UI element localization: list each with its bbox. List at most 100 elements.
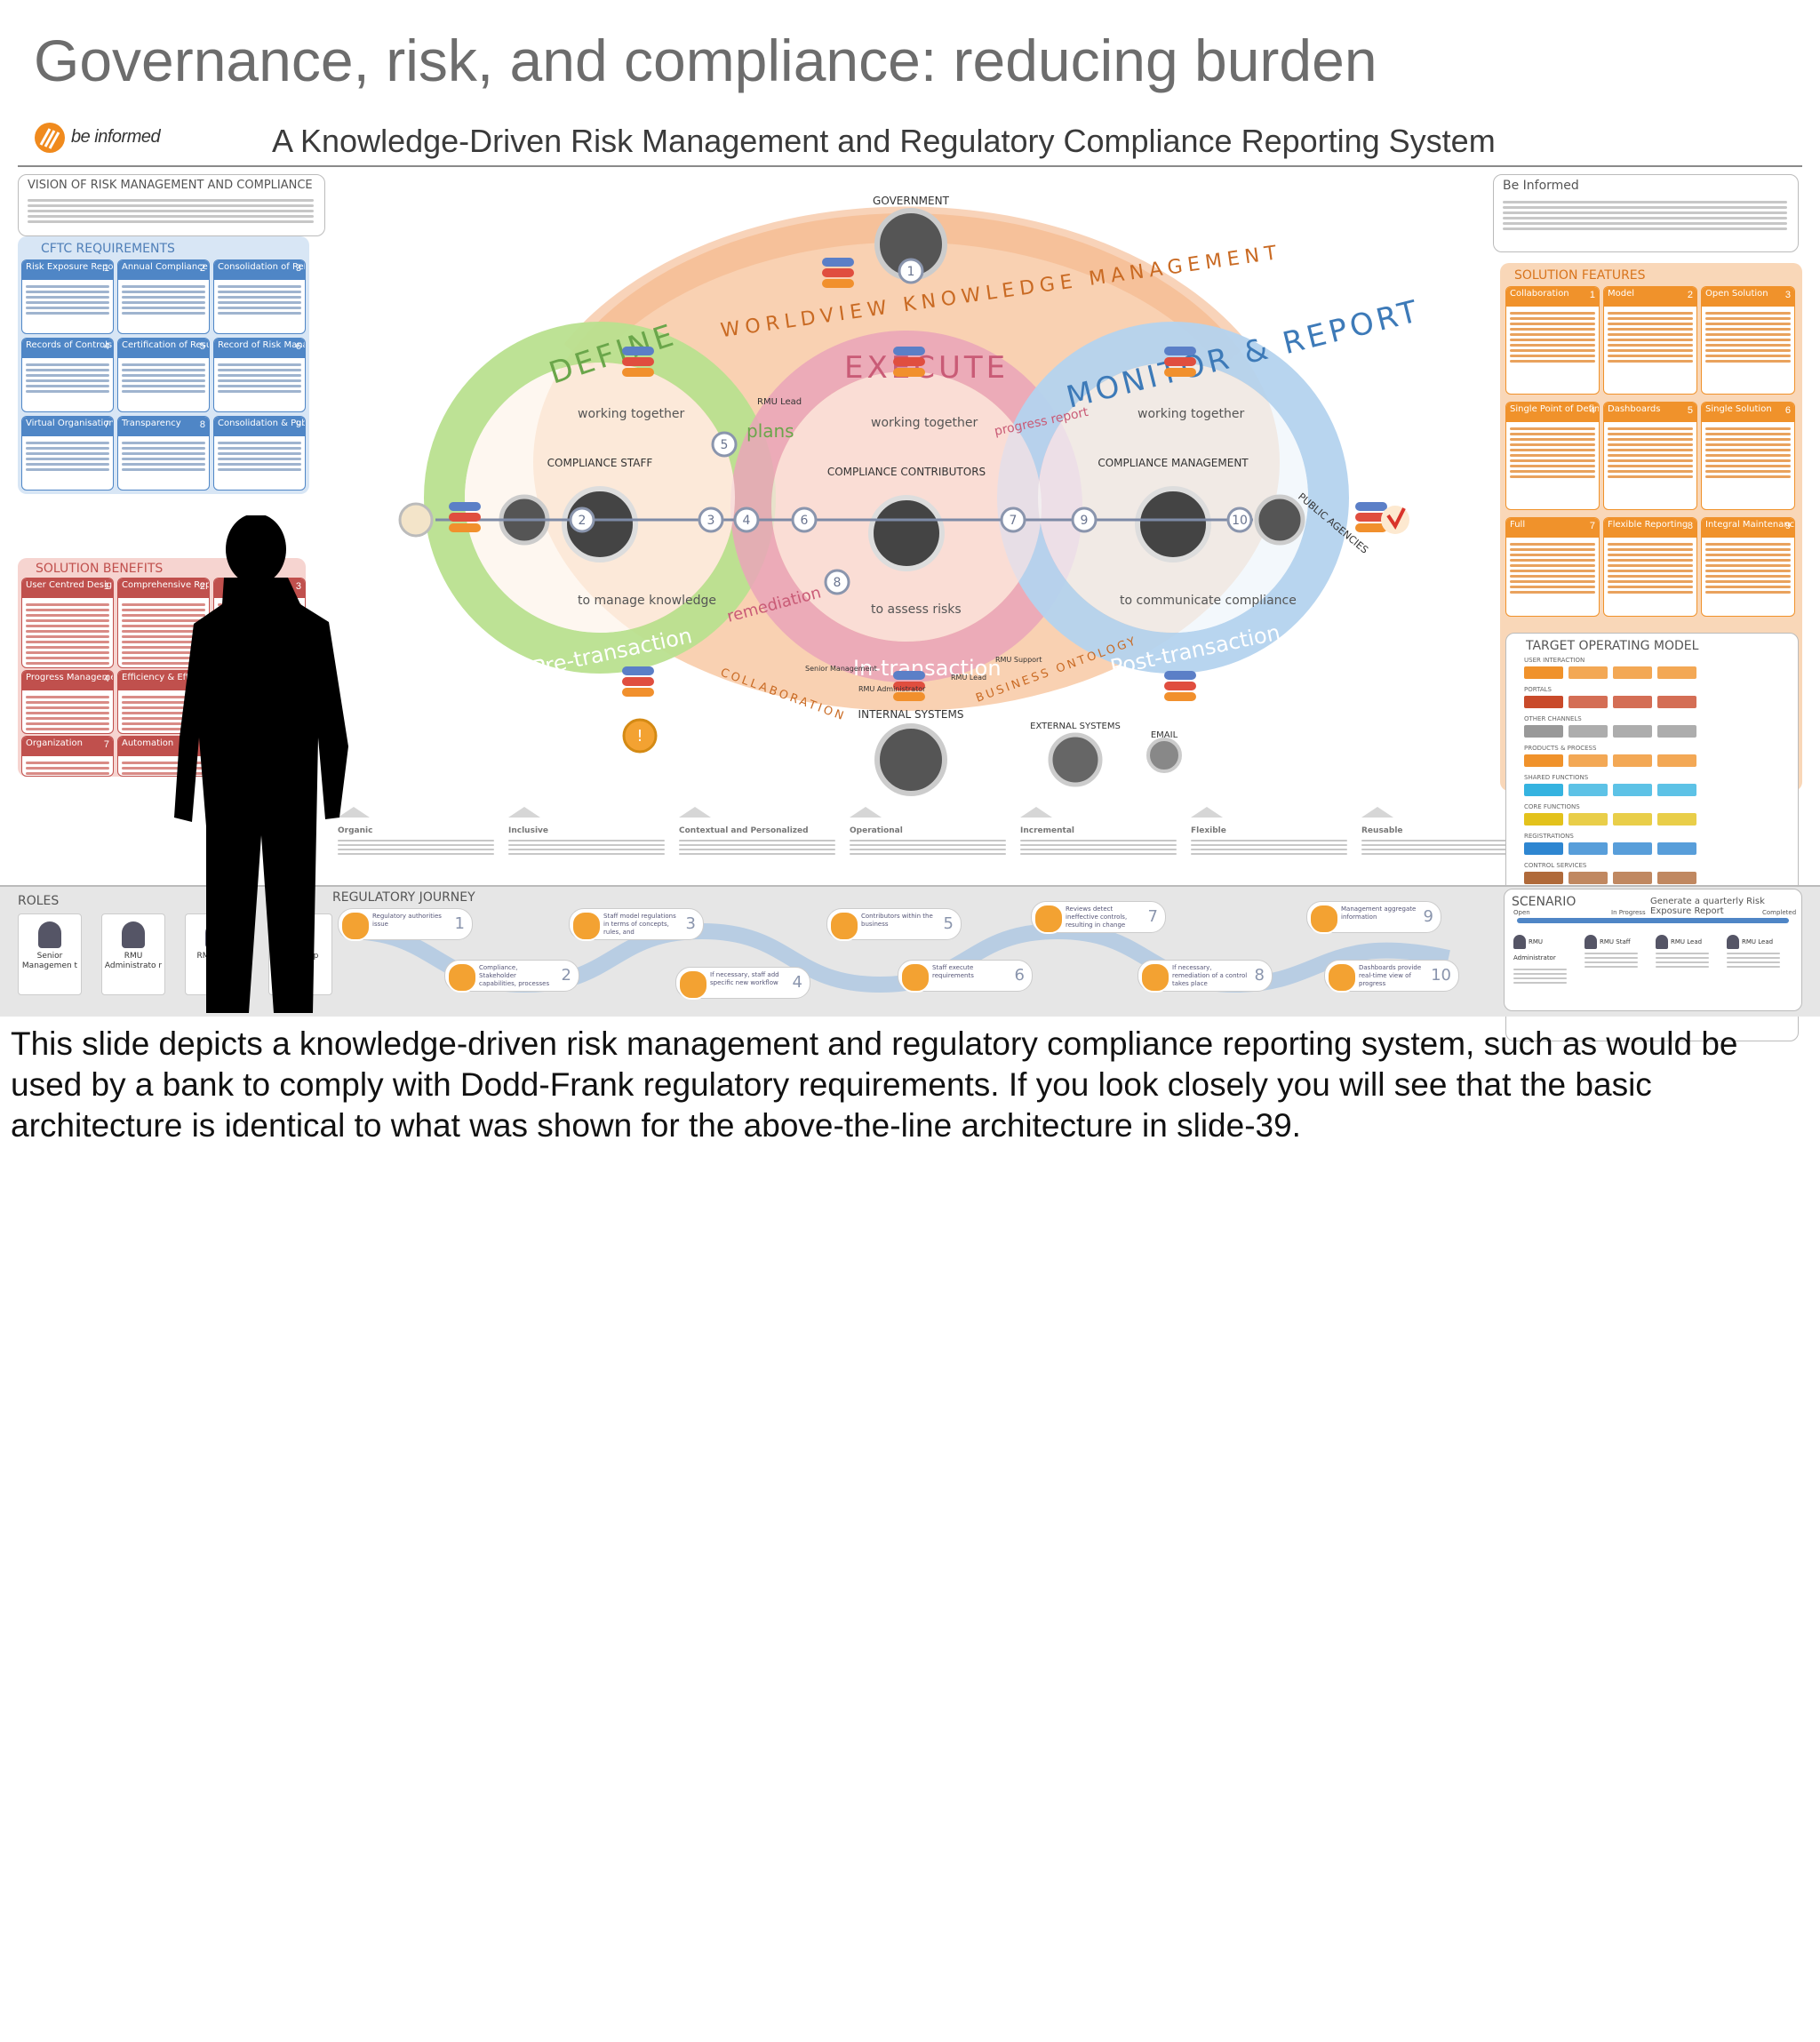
feature-card-title: Model xyxy=(1604,287,1696,307)
benefit-card-title: User Centred Design xyxy=(22,578,113,598)
journey-step-number: 4 xyxy=(792,973,802,992)
cftc-card-number: 2 xyxy=(199,263,205,274)
step-circle xyxy=(824,569,850,595)
tom-block xyxy=(1524,754,1563,767)
tom-section: REGISTRATIONS xyxy=(1524,833,1782,855)
tom-block xyxy=(1524,696,1563,708)
cftc-card-title: Annual Compliance Certification xyxy=(118,260,209,280)
scenario-progress-bar xyxy=(1517,918,1789,923)
cftc-card: Virtual Organisation & Collaboration7 xyxy=(21,416,114,491)
feature-card-number: 7 xyxy=(1589,521,1595,531)
tom-block xyxy=(1569,813,1608,826)
person-rmu-admin: RMU Administrator xyxy=(858,685,926,693)
vision-title: VISION OF RISK MANAGEMENT AND COMPLIANCE xyxy=(28,179,313,192)
tom-section-label: USER INTERACTION xyxy=(1524,657,1585,664)
slide: Governance, risk, and compliance: reduci… xyxy=(0,0,1820,1041)
journey-avatar-icon xyxy=(678,969,708,1000)
feature-card-number: 4 xyxy=(1589,405,1595,416)
tom-block xyxy=(1657,725,1696,738)
journey-step: If necessary, staff add specific new wor… xyxy=(675,967,810,1000)
feature-card-title: Single Solution xyxy=(1702,403,1794,422)
title-divider xyxy=(18,165,1802,167)
slide-caption: This slide depicts a knowledge-driven ri… xyxy=(11,1025,1738,1144)
principle-label: Inclusive xyxy=(508,826,548,835)
database-stack-icon xyxy=(1355,502,1387,532)
tom-block xyxy=(1569,696,1608,708)
database-stack-icon xyxy=(893,347,925,377)
database-stack-icon xyxy=(622,666,654,697)
principle-item: Organic xyxy=(338,807,494,857)
tom-title: TARGET OPERATING MODEL xyxy=(1526,639,1699,653)
tom-block xyxy=(1613,666,1652,679)
cftc-card-number: 8 xyxy=(199,419,205,430)
journey-avatar-icon xyxy=(1034,904,1064,934)
scenario-role-label: RMU Lead xyxy=(1742,937,1774,945)
principle-label: Incremental xyxy=(1020,826,1074,835)
feature-card-title: Flexible Reporting xyxy=(1604,518,1696,538)
to-manage-knowledge: to manage knowledge xyxy=(578,594,716,608)
journey-step-text: If necessary, remediation of a control t… xyxy=(1172,964,1248,987)
handshake-icon xyxy=(398,502,434,538)
tom-section: SHARED FUNCTIONS xyxy=(1524,774,1782,796)
compliance-contributors-label: COMPLIANCE CONTRIBUTORS xyxy=(827,466,986,478)
be-informed-logo: be informed xyxy=(34,122,176,157)
feature-card-number: 9 xyxy=(1784,521,1791,531)
journey-step-number: 9 xyxy=(1423,907,1433,926)
tom-section-label: CONTROL SERVICES xyxy=(1524,862,1587,869)
principle-triangle-icon xyxy=(850,807,882,818)
step-number: 4 xyxy=(743,514,751,528)
monitor-hub-icon xyxy=(1135,486,1211,562)
cftc-card: Consolidation & Publication9 xyxy=(213,416,306,491)
journey-step: Reviews detect ineffective controls, res… xyxy=(1031,901,1166,934)
compliance-staff-label: COMPLIANCE STAFF xyxy=(547,457,653,469)
scenario-stage: In Progress xyxy=(1611,909,1646,916)
tom-block xyxy=(1613,725,1652,738)
cftc-panel: CFTC REQUIREMENTS Risk Exposure Reports … xyxy=(18,236,309,494)
journey-avatar-icon xyxy=(1327,962,1357,993)
step-number: 2 xyxy=(579,514,587,528)
role-avatar-icon xyxy=(122,921,145,948)
principle-triangle-icon xyxy=(1191,807,1223,818)
tom-section-label: OTHER CHANNELS xyxy=(1524,715,1582,722)
principles-strip: Organic Inclusive Contextual and Personali… xyxy=(331,807,1518,862)
tom-section-label: SHARED FUNCTIONS xyxy=(1524,774,1589,781)
journey-step: If necessary, remediation of a control t… xyxy=(1138,960,1273,993)
principle-label: Contextual and Personalized xyxy=(679,826,809,835)
tom-section-label: PORTALS xyxy=(1524,686,1552,693)
scenario-role: RMU Lead xyxy=(1656,934,1721,970)
cftc-card-title: Virtual Organisation & Collaboration xyxy=(22,417,113,436)
role-label: Senior Managemen t xyxy=(21,952,78,970)
be-informed-panel: Be Informed xyxy=(1493,174,1799,252)
cftc-card-number: 3 xyxy=(295,263,301,274)
tom-block xyxy=(1657,784,1696,796)
feature-card-title: Collaboration xyxy=(1506,287,1599,307)
benefit-card: Progress Management4 xyxy=(21,670,114,734)
step-circle xyxy=(1000,507,1026,533)
warning-glyph: ! xyxy=(636,727,643,746)
tom-block xyxy=(1569,872,1608,884)
database-stack-icon xyxy=(893,671,925,701)
role-card: Senior Managemen t xyxy=(18,913,82,995)
step-circle xyxy=(1226,507,1253,533)
person-senior-management: Senior Management xyxy=(805,665,877,673)
step-circle xyxy=(733,507,760,533)
tom-section: CONTROL SERVICES xyxy=(1524,862,1782,884)
tom-block xyxy=(1569,842,1608,855)
cftc-card: Certification of Results5 xyxy=(117,338,210,412)
checkmark-glyph xyxy=(1386,507,1406,530)
scenario-role-avatar-icon xyxy=(1513,934,1526,949)
scenario-stage: Open xyxy=(1513,909,1530,916)
vision-panel: VISION OF RISK MANAGEMENT AND COMPLIANCE xyxy=(18,174,325,236)
scenario-role: RMU Staff xyxy=(1585,934,1650,970)
cftc-card-number: 5 xyxy=(199,341,205,352)
tom-block xyxy=(1524,842,1563,855)
cftc-title: CFTC REQUIREMENTS xyxy=(41,242,175,256)
journey-step: Staff model regulations in terms of conc… xyxy=(569,908,704,941)
journey-step-number: 5 xyxy=(943,914,954,933)
